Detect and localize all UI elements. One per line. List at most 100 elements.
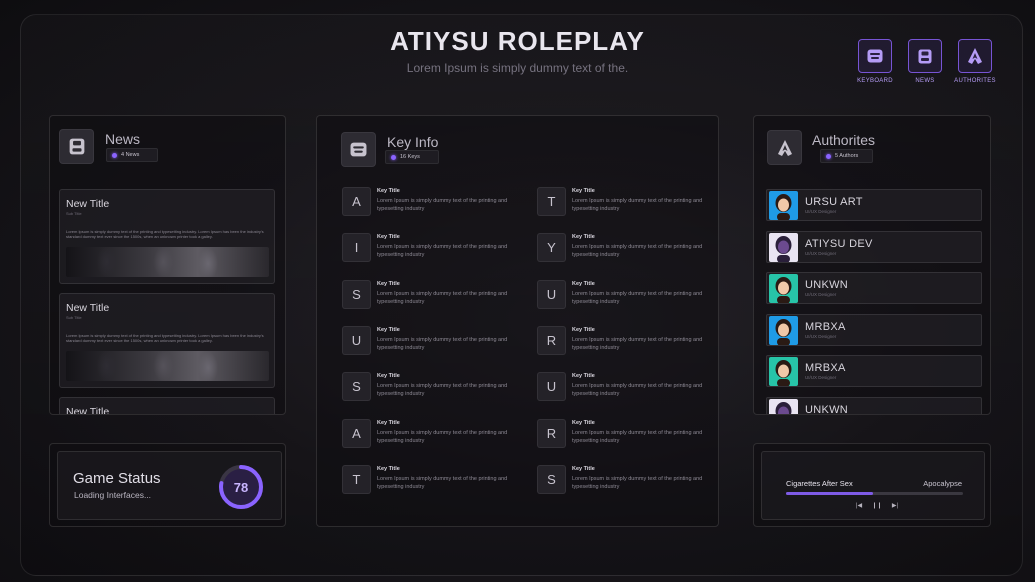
news-count-label: 4 News [121,152,140,158]
song-artist: Apocalypse [923,479,962,488]
keyboard-button[interactable]: KEYBOARD [857,39,893,84]
pause-icon[interactable]: ❙❙ [872,503,883,509]
key-description: Lorem Ipsum is simply dummy text of the … [377,383,508,398]
key-description: Lorem Ipsum is simply dummy text of the … [377,475,508,490]
key-letter: S [342,279,371,309]
author-role: UI/UX Designer [805,375,837,380]
authors-title: Authorites [812,132,876,148]
news-card-body: Lorem Ipsum is simply dummy text of the … [66,333,264,343]
loading-progress-value: 78 [233,479,249,495]
key-letter: T [342,464,371,494]
key-description: Lorem Ipsum is simply dummy text of the … [572,336,703,351]
previous-icon[interactable]: |◀ [855,503,863,509]
top-buttons: KEYBOARD NEWS AUTHORITES [857,39,996,84]
avatar [769,357,798,386]
page-subtitle: Lorem Ipsum is simply dummy text of the. [406,61,629,75]
loading-progress-ring [219,465,263,509]
key-info-title: Key Info [387,134,439,150]
song-progress-bar[interactable] [786,492,963,495]
news-count-badge: 4 News [106,148,158,162]
key-description: Lorem Ipsum is simply dummy text of the … [377,244,508,259]
key-letter: A [342,187,371,216]
key-letter: I [342,233,371,263]
news-card-image [66,247,269,277]
author-role: UI/UX Designer [805,333,837,339]
key-letter: Y [537,233,566,263]
author-name: URSU ART [805,196,863,208]
news-card[interactable]: New Title Sub Title Lorem Ipsum is simpl… [59,189,275,284]
authorities-button[interactable]: AUTHORITES [954,39,996,84]
author-role: UI/UX Designer [805,209,837,214]
news-card[interactable]: New Title [59,397,275,414]
news-card-subtitle: Sub Title [66,315,82,320]
key-title: Key Title [572,280,595,287]
news-icon [908,39,942,73]
key-letter: S [537,464,566,494]
music-player-panel: Cigarettes After Sex Apocalypse |◀ ❙❙ ▶| [753,443,991,527]
game-status-title: Game Status [73,470,161,487]
news-button[interactable]: NEWS [907,39,943,84]
news-card-subtitle: Sub Title [66,211,82,216]
key-letter: R [537,325,566,355]
status-dot-icon [391,154,396,160]
author-row[interactable]: UNKWN [766,396,982,415]
key-title: Key Title [572,188,595,194]
key-description: Lorem Ipsum is simply dummy text of the … [377,198,508,212]
key-description: Lorem Ipsum is simply dummy text of the … [572,290,703,305]
avatar [769,315,798,345]
author-name: MRBXA [805,362,846,374]
key-letter: S [342,372,371,402]
key-description: Lorem Ipsum is simply dummy text of the … [572,383,703,398]
authorities-icon [958,39,992,73]
next-icon[interactable]: ▶| [891,503,899,509]
news-panel-title: News [105,131,141,147]
key-letter: U [342,325,371,355]
news-card-title: New Title [66,198,110,210]
key-title: Key Title [377,188,400,194]
news-card[interactable]: New Title Sub Title Lorem Ipsum is simpl… [59,293,275,388]
key-title: Key Title [377,373,400,380]
author-name: UNKWN [805,403,849,415]
player-controls: |◀ ❙❙ ▶| [854,502,900,509]
key-title: Key Title [572,465,595,472]
key-title: Key Title [572,419,595,426]
key-title: Key Title [377,326,400,333]
keyboard-icon [858,39,892,73]
song-progress-fill [786,492,873,495]
game-status-panel: Game Status Loading Interfaces... 78 [49,443,286,527]
key-letter: U [537,372,566,402]
key-description: Lorem Ipsum is simply dummy text of the … [572,198,703,212]
page-title: ATIYSU ROLEPLAY [390,26,645,56]
key-title: Key Title [377,280,400,287]
keyboard-label: KEYBOARD [857,78,893,84]
game-status-card: Game Status Loading Interfaces... 78 [57,451,282,520]
key-description: Lorem Ipsum is simply dummy text of the … [377,290,508,305]
news-card-image [66,351,269,381]
author-name: MRBXA [805,320,846,333]
news-label: NEWS [915,78,935,84]
authors-panel-icon [767,130,802,165]
authors-count-badge: 5 Authors [820,149,873,163]
key-description: Lorem Ipsum is simply dummy text of the … [377,429,508,444]
status-dot-icon [112,152,117,158]
author-name: UNKWN [805,279,849,291]
news-panel-icon [59,129,94,164]
status-dot-icon [826,153,831,159]
